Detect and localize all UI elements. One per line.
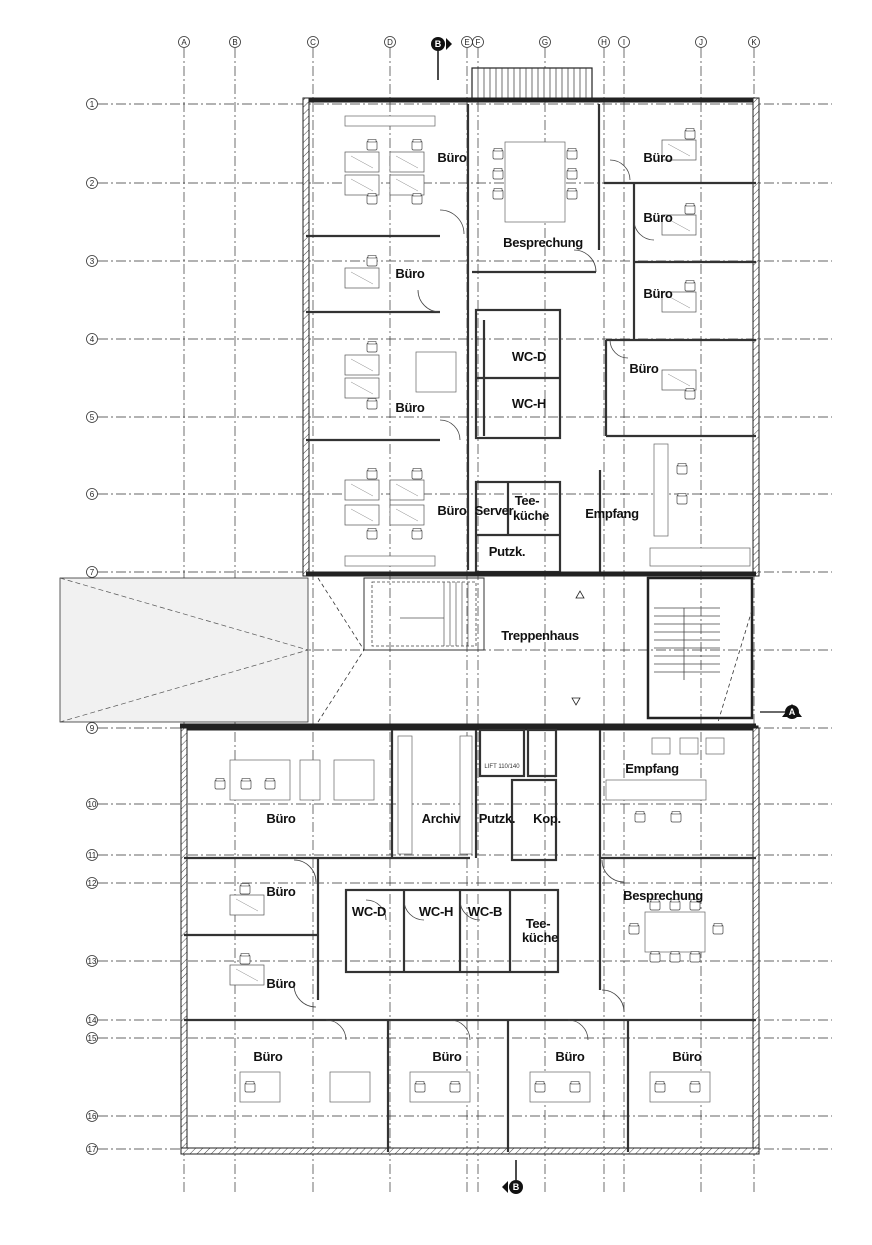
room-label-wc-h-upper: WC-H [512, 396, 546, 411]
room-label-empfang-lower: Empfang [625, 761, 679, 776]
grid-label-7: 7 [90, 568, 95, 577]
grid-label-10: 10 [88, 800, 97, 809]
room-label-kop: Kop. [533, 811, 561, 826]
grid-label-2: 2 [90, 179, 95, 188]
canopy-area [59, 577, 310, 723]
grid-label-e: E [464, 38, 469, 47]
section-marker-b-top: B [431, 37, 452, 80]
grid-label-3: 3 [90, 257, 95, 266]
grid-column-labels: A B C D E F G H I J K [178, 36, 760, 48]
grid-label-17: 17 [88, 1145, 97, 1154]
grid-label-6: 6 [90, 490, 95, 499]
grid-label-f: F [476, 38, 481, 47]
room-label-buero-lower-3: Büro [266, 976, 295, 991]
room-label-buero-upper-2: Büro [643, 150, 672, 165]
grid-label-4: 4 [90, 335, 95, 344]
furniture-upper [344, 115, 751, 567]
grid-label-13: 13 [88, 957, 97, 966]
lift-label: LIFT 110/140 [484, 764, 520, 770]
grid-label-d: D [387, 38, 393, 47]
room-label-buero-upper-7: Büro [395, 400, 424, 415]
room-label-buero-upper-6: Büro [629, 361, 658, 376]
room-label-teekueche-lower-line2: küche [522, 930, 558, 945]
grid-label-b: B [232, 38, 237, 47]
room-labels-lower: Büro Archiv Putzk. Kop. Empfang Büro Bür… [253, 761, 703, 1064]
room-label-buero-upper-1: Büro [437, 150, 466, 165]
room-label-buero-upper-4: Büro [395, 266, 424, 281]
grid-label-9: 9 [90, 724, 95, 733]
room-label-server: Server [475, 503, 514, 518]
grid-label-16: 16 [88, 1112, 97, 1121]
room-label-buero-upper-5: Büro [643, 286, 672, 301]
room-label-buero-lower-1: Büro [266, 811, 295, 826]
room-labels-middle: Treppenhaus LIFT 110/140 [484, 628, 579, 770]
grid-label-12: 12 [88, 879, 97, 888]
section-b-top-label: B [435, 39, 442, 49]
grid-label-h: H [601, 38, 607, 47]
room-label-wc-h-lower: WC-H [419, 904, 453, 919]
room-label-besprechung-upper: Besprechung [503, 235, 583, 250]
grid-label-11: 11 [88, 851, 97, 860]
room-label-buero-lower-5: Büro [432, 1049, 461, 1064]
room-label-teekueche-upper-line1: Tee- [515, 493, 540, 508]
grid-label-1: 1 [90, 100, 95, 109]
room-label-empfang-upper: Empfang [585, 506, 639, 521]
grid-label-15: 15 [88, 1034, 97, 1043]
furniture-lower [214, 735, 725, 1103]
grid-label-g: G [542, 38, 548, 47]
room-label-teekueche-upper-line2: küche [513, 508, 549, 523]
room-label-putzk-lower: Putzk. [479, 811, 515, 826]
section-b-bottom-label: B [513, 1182, 520, 1192]
room-label-buero-lower-7: Büro [672, 1049, 701, 1064]
room-label-putzk-upper: Putzk. [489, 544, 525, 559]
room-label-teekueche-lower-line1: Tee- [526, 916, 551, 931]
room-label-wc-d-upper: WC-D [512, 349, 546, 364]
room-label-archiv: Archiv [422, 811, 462, 826]
room-label-buero-lower-4: Büro [253, 1049, 282, 1064]
room-label-buero-lower-2: Büro [266, 884, 295, 899]
room-labels-upper: Büro Besprechung Büro Büro Büro Büro Bür… [395, 150, 673, 559]
lower-wing-walls [180, 725, 760, 1155]
room-label-treppenhaus: Treppenhaus [501, 628, 579, 643]
grid-label-a: A [181, 38, 187, 47]
section-marker-a-right: A [760, 704, 802, 719]
grid-label-j: J [699, 38, 703, 47]
section-marker-b-bottom: B [502, 1160, 523, 1194]
doors [293, 159, 655, 1041]
room-label-buero-lower-6: Büro [555, 1049, 584, 1064]
room-label-wc-d-lower: WC-D [352, 904, 386, 919]
room-label-wc-b-lower: WC-B [468, 904, 502, 919]
grid-label-k: K [751, 38, 757, 47]
room-label-buero-upper-8: Büro [437, 503, 466, 518]
room-label-buero-upper-3: Büro [643, 210, 672, 225]
grid-label-5: 5 [90, 413, 95, 422]
grid-label-i: I [623, 38, 625, 47]
section-a-right-label: A [789, 707, 796, 717]
grid-label-14: 14 [88, 1016, 97, 1025]
room-label-besprechung-lower: Besprechung [623, 888, 703, 903]
exterior-stair-top [471, 67, 593, 101]
grid-label-c: C [310, 38, 316, 47]
